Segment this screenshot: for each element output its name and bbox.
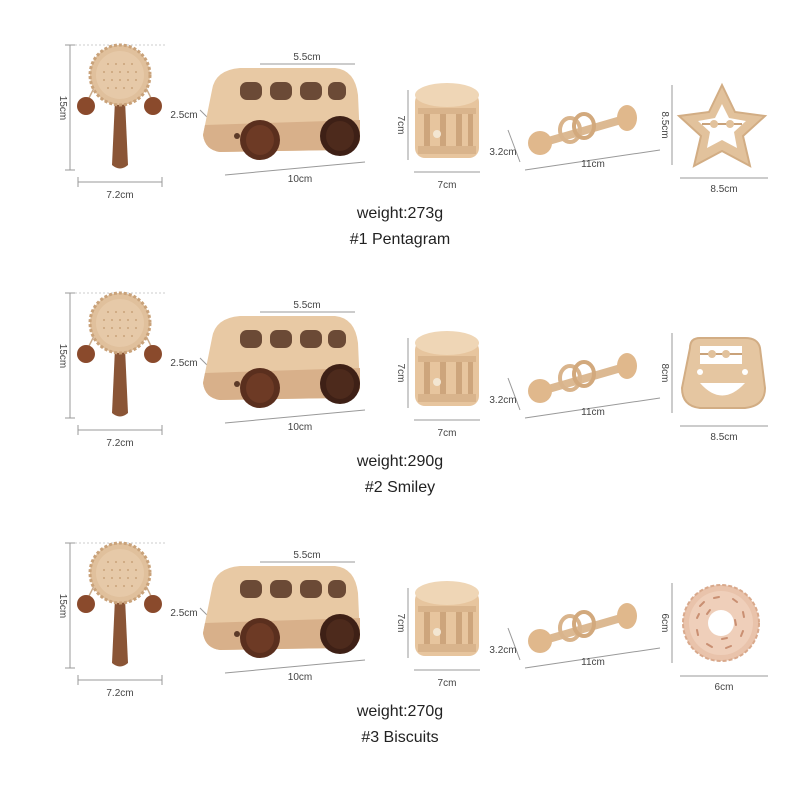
rattle-drum-toy: 15cm 7.2cm xyxy=(57,291,165,449)
drum-width-label: 7cm xyxy=(438,180,457,191)
toy-set-illustration: 15cm 7.2cm xyxy=(57,541,768,699)
wooden-bus-toy: 5.5cm 2.5cm 10cm xyxy=(170,52,366,185)
bus-height-label: 2.5cm xyxy=(170,358,197,369)
bus-top-label: 5.5cm xyxy=(293,550,320,561)
dumbbell-rattle-toy: 3.2cm 11cm xyxy=(489,353,661,419)
teether-width-label: 8.5cm xyxy=(710,184,737,195)
rattle-drum-toy: 15cm 7.2cm xyxy=(57,541,165,699)
smiley-teether xyxy=(680,337,767,409)
set-name-label: #3 Biscuits xyxy=(361,729,439,746)
bus-height-label: 2.5cm xyxy=(170,110,197,121)
bus-length-label: 10cm xyxy=(288,672,312,683)
rattle-height-label: 15cm xyxy=(57,344,68,368)
teether-toy: 8.5cm 8.5cm xyxy=(659,82,768,195)
drum-width-label: 7cm xyxy=(438,428,457,439)
rattle-width-label: 7.2cm xyxy=(106,688,133,699)
toy-set-1: 15cm 7.2cm xyxy=(0,0,800,250)
set-name-label: #1 Pentagram xyxy=(349,231,451,248)
rattle-width-label: 7.2cm xyxy=(106,438,133,449)
dumbbell-rattle-toy: 3.2cm 11cm xyxy=(489,603,661,669)
drum-height-label: 7cm xyxy=(395,364,406,383)
set-weight-label: weight:273g xyxy=(356,205,444,222)
dumbbell-length-label: 11cm xyxy=(581,159,605,170)
drum-roller-toy: 7cm 7cm xyxy=(395,331,480,439)
teether-height-label: 8cm xyxy=(659,364,670,383)
rattle-drum-toy: 15cm 7.2cm xyxy=(57,43,165,201)
dumbbell-length-label: 11cm xyxy=(581,407,605,418)
rattle-height-label: 15cm xyxy=(57,594,68,618)
bus-length-label: 10cm xyxy=(288,174,312,185)
teether-width-label: 6cm xyxy=(715,682,734,693)
drum-roller-toy: 7cm 7cm xyxy=(395,581,480,689)
toy-set-2: 15cm 7.2cm xyxy=(0,248,800,498)
rattle-height-label: 15cm xyxy=(57,96,68,120)
wooden-bus-toy: 5.5cm 2.5cm 10cm xyxy=(170,550,366,683)
wooden-bus-toy: 5.5cm 2.5cm 10cm xyxy=(170,300,366,433)
toy-set-illustration: 15cm 7.2cm xyxy=(57,291,768,449)
dumbbell-height-label: 3.2cm xyxy=(489,395,516,406)
bus-top-label: 5.5cm xyxy=(293,52,320,63)
toy-set-3: 15cm 7.2cm xyxy=(0,498,800,748)
bus-length-label: 10cm xyxy=(288,422,312,433)
set-weight-label: weight:290g xyxy=(356,453,444,470)
teether-height-label: 6cm xyxy=(659,614,670,633)
dumbbell-length-label: 11cm xyxy=(581,657,605,668)
dumbbell-rattle-toy: 3.2cm 11cm xyxy=(489,105,661,171)
drum-height-label: 7cm xyxy=(395,614,406,633)
dumbbell-height-label: 3.2cm xyxy=(489,645,516,656)
dumbbell-height-label: 3.2cm xyxy=(489,147,516,158)
drum-width-label: 7cm xyxy=(438,678,457,689)
teether-height-label: 8.5cm xyxy=(659,111,670,138)
donut-biscuit-teether xyxy=(682,584,760,662)
toy-set-illustration: 15cm 7.2cm xyxy=(57,43,768,201)
bus-top-label: 5.5cm xyxy=(293,300,320,311)
set-name-label: #2 Smiley xyxy=(364,479,436,496)
drum-height-label: 7cm xyxy=(395,116,406,135)
rattle-width-label: 7.2cm xyxy=(106,190,133,201)
bus-height-label: 2.5cm xyxy=(170,608,197,619)
teether-width-label: 8.5cm xyxy=(710,432,737,443)
teether-toy: 8cm 8.5cm xyxy=(659,333,768,443)
teether-toy: 6cm 6cm xyxy=(659,583,768,693)
drum-roller-toy: 7cm 7cm xyxy=(395,83,480,191)
star-teether xyxy=(676,82,768,168)
set-weight-label: weight:270g xyxy=(356,703,444,720)
